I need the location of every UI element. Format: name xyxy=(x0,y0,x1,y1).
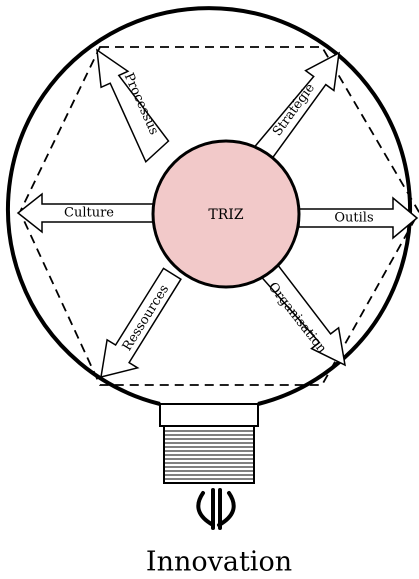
arrow-strategie-shape xyxy=(250,51,340,164)
screw-threads xyxy=(164,430,254,480)
arrow-ressources: Ressources xyxy=(100,267,182,379)
arrow-strategie: Stratégie xyxy=(250,51,340,164)
arrow-organisation: Organisation xyxy=(258,261,346,367)
triz-label: TRIZ xyxy=(208,207,243,223)
filament-psi-icon xyxy=(196,488,236,530)
arrow-culture-shape xyxy=(16,192,156,234)
bulb-outline xyxy=(6,6,412,406)
arrow-ressources-shape xyxy=(100,267,182,379)
arrow-processus: Processus xyxy=(96,48,170,164)
innovation-caption: Innovation xyxy=(146,547,292,578)
arrow-culture-label: Culture xyxy=(64,206,114,221)
arrow-outils-shape xyxy=(298,196,419,240)
arrow-ressources-label: Ressources xyxy=(120,282,172,353)
arrow-culture: Culture xyxy=(16,192,156,234)
arrow-strategie-label: Stratégie xyxy=(270,81,318,140)
triz-circle xyxy=(151,139,301,289)
triz-core: TRIZ xyxy=(151,139,301,289)
screw-base xyxy=(159,403,259,484)
arrow-outils: Outils xyxy=(298,196,419,240)
screw-collar xyxy=(159,403,259,427)
arrow-processus-shape xyxy=(96,48,170,164)
arrow-outils-label: Outils xyxy=(334,211,373,226)
arrow-organisation-shape xyxy=(258,261,346,367)
